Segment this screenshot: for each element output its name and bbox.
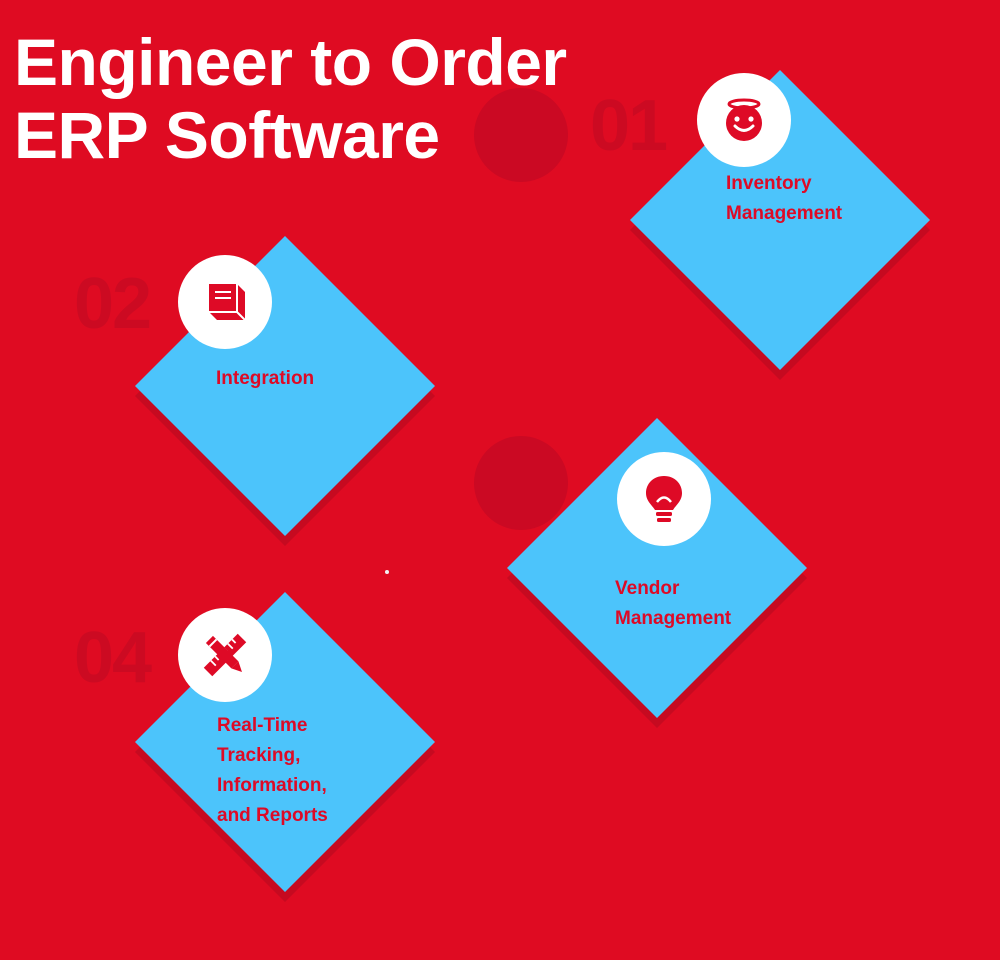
label-line: Tracking, [217, 745, 301, 766]
label-inventory-management: Inventory Management [726, 169, 842, 229]
card-diamond [135, 236, 435, 536]
card-integration [133, 236, 443, 552]
decorative-dot [385, 570, 389, 574]
ghost-circle-03 [474, 436, 568, 530]
card-diamond [507, 418, 807, 718]
label-vendor-management: Vendor Management [615, 574, 731, 634]
label-line: Real-Time [217, 715, 308, 736]
lightbulb-icon [646, 476, 682, 522]
page-title: Engineer to Order ERP Software [14, 26, 567, 172]
step-number-02: 02 [74, 264, 152, 344]
smiley-halo-icon [726, 98, 762, 141]
icon-badge-01 [697, 73, 791, 167]
label-line: Management [726, 203, 843, 224]
label-real-time-tracking: Real-Time Tracking, Information, and Rep… [217, 711, 328, 831]
step-number-01: 01 [590, 86, 668, 166]
label-line: Integration [216, 368, 315, 389]
label-integration: Integration [216, 364, 314, 394]
label-line: Information, [217, 775, 327, 796]
icon-badge-03 [617, 452, 711, 546]
label-line: Management [615, 608, 732, 629]
card-vendor-management [505, 418, 815, 734]
book-icon [209, 284, 246, 321]
icon-badge-04 [178, 608, 272, 702]
step-number-04: 04 [74, 618, 152, 698]
label-line: Vendor [615, 578, 680, 599]
label-line: and Reports [217, 805, 328, 826]
title-line-2: ERP Software [14, 98, 440, 172]
title-line-1: Engineer to Order [14, 25, 567, 99]
label-line: Inventory [726, 173, 812, 194]
pencil-ruler-icon [203, 633, 247, 677]
ghost-circle-01 [474, 88, 568, 182]
icon-badge-02 [178, 255, 272, 349]
